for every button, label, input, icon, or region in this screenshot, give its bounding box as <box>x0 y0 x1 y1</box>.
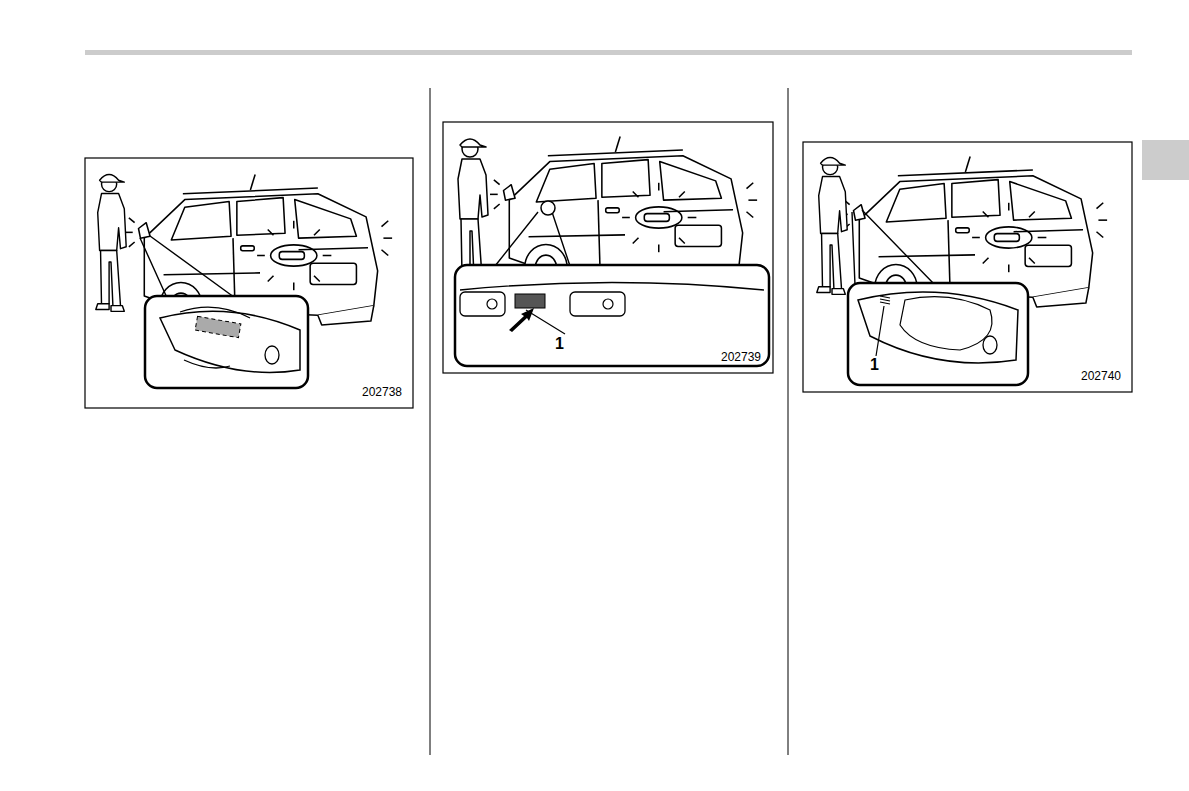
figure-panel <box>803 142 1132 392</box>
column-divider <box>430 88 431 755</box>
figure-panel <box>443 122 773 373</box>
column-divider <box>788 88 789 755</box>
callout-number: 1 <box>870 357 879 373</box>
figure-number: 202738 <box>362 386 402 398</box>
figure-number: 202739 <box>721 351 761 363</box>
header-rule <box>85 50 1132 55</box>
callout-number: 1 <box>555 336 564 352</box>
section-tab <box>1142 140 1189 180</box>
figure-panel <box>85 158 413 408</box>
figure-number: 202740 <box>1081 370 1121 382</box>
